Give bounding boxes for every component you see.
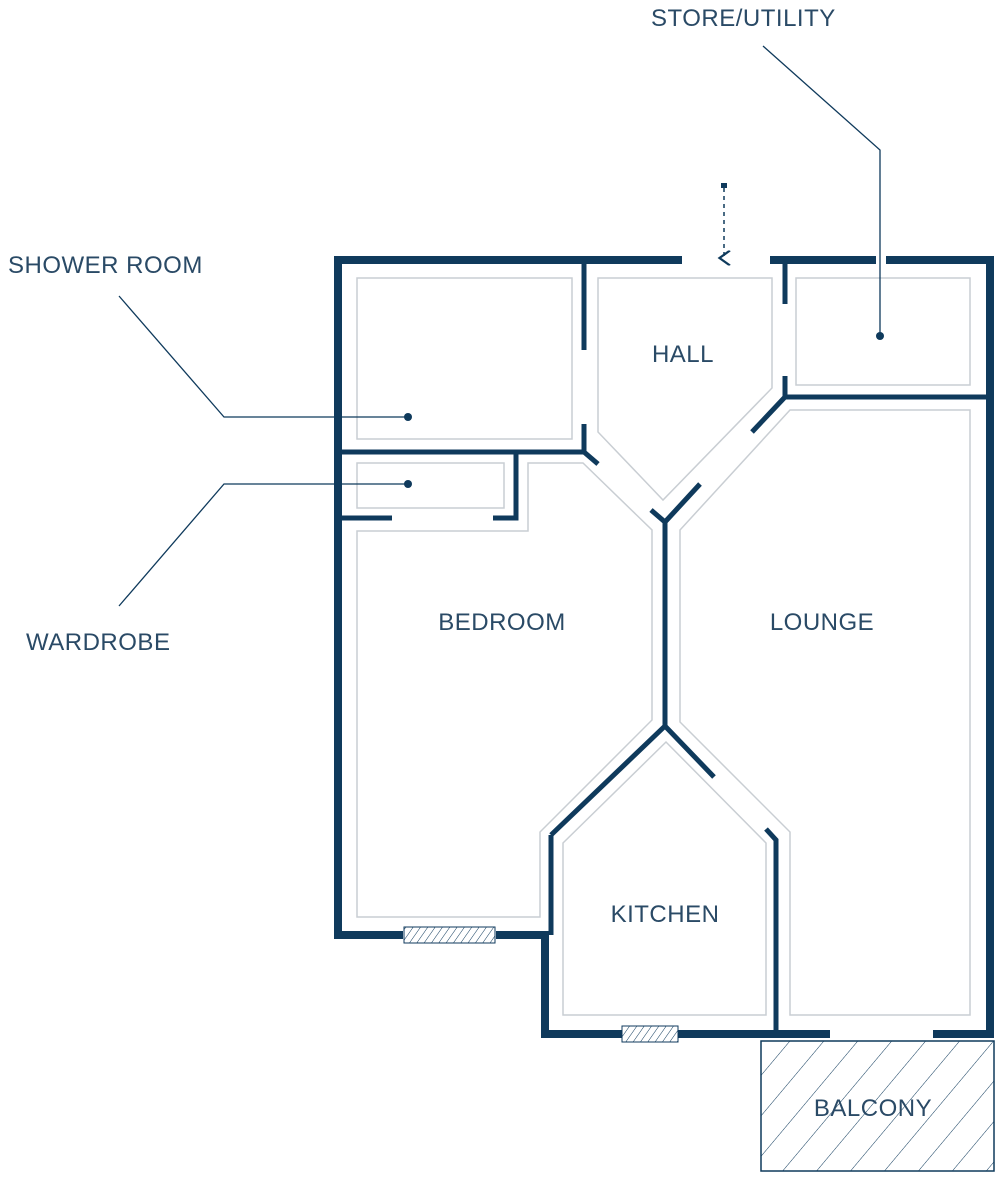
entry-arrow-tail — [721, 183, 727, 188]
inner-room-outlines — [356, 277, 971, 1016]
wardrobe-leader — [118, 483, 408, 607]
balcony-area — [760, 1040, 995, 1172]
shower-room-label: SHOWER ROOM — [8, 252, 203, 279]
shower-room-outline — [356, 277, 573, 440]
wardrobe-marker — [404, 480, 412, 488]
shower-room-leader — [118, 295, 408, 418]
bedroom-label: BEDROOM — [438, 609, 566, 636]
wardrobe-outline — [356, 462, 505, 509]
store-utility-marker — [876, 332, 884, 340]
wardrobe-label: WARDROBE — [26, 629, 170, 656]
lounge-outline — [679, 409, 971, 1016]
walls — [334, 256, 994, 1038]
store-utility-label: STORE/UTILITY — [651, 5, 836, 32]
kitchen-window — [621, 1025, 679, 1043]
hall-label: HALL — [652, 341, 714, 368]
lounge-label: LOUNGE — [770, 609, 874, 636]
hall-outline — [597, 277, 773, 502]
kitchen-label: KITCHEN — [611, 901, 720, 928]
shower-room-marker — [404, 413, 412, 421]
kitchen-outline — [562, 740, 767, 1016]
store-outline — [795, 277, 971, 386]
store-utility-leader — [762, 45, 881, 336]
bedroom-window — [403, 926, 496, 944]
callout-leaders — [118, 45, 884, 607]
balcony-label: BALCONY — [814, 1095, 932, 1122]
bedroom-outline — [356, 462, 653, 918]
